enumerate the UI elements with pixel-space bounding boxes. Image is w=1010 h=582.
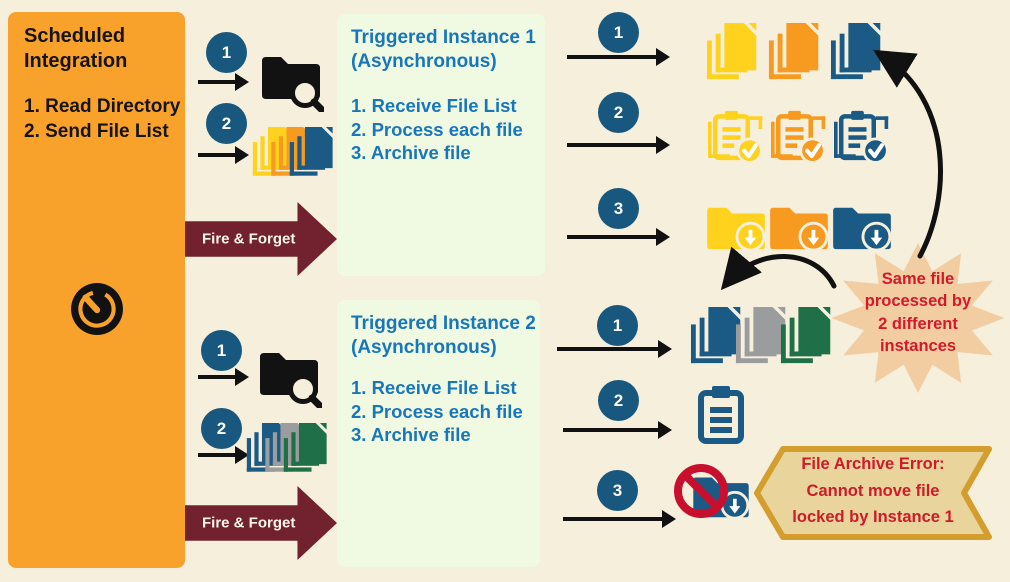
fire-and-forget-label: Fire & Forget [202,230,296,248]
flow-arrow [198,368,249,386]
flow-arrow [567,228,670,246]
document-stack-icon-blue [690,306,745,364]
flow-arrow [198,146,249,164]
fire-and-forget-arrow-2: Fire & Forget [185,486,337,560]
curved-arrow-star-to-instance2-files [720,246,837,291]
instance-1-subtitle: (Asynchronous) [351,51,497,72]
document-stack-icon-warm [252,126,336,176]
warning-line: 2 different [878,314,958,333]
flow-arrow [198,446,249,464]
flow-arrow [198,73,249,91]
step-marker: 2 [598,92,639,133]
flow-arrow [567,136,670,154]
prohibition-icon [674,464,728,518]
step-marker: 1 [206,32,247,73]
instance-2-subtitle: (Asynchronous) [351,337,497,358]
step-marker: 2 [598,380,639,421]
panel-step-send-file-list: 2. Send File List [24,121,169,142]
panel-step-read-directory: 1. Read Directory [24,96,181,117]
step-marker: 2 [206,103,247,144]
starburst-shape [831,243,1005,393]
document-stack-icon-green [780,306,835,364]
triggered-instance-2-box: Triggered Instance 2 (Asynchronous) 1. R… [337,300,540,567]
scheduled-integration-panel: Scheduled Integration 1. Read Directory … [8,12,185,568]
instance-2-step: 2. Process each file [351,400,523,422]
instance-1-title: Triggered Instance 1 [351,27,536,48]
flow-arrow [557,340,672,358]
step-marker: 1 [597,305,638,346]
triggered-instance-1-box: Triggered Instance 1 (Asynchronous) 1. R… [337,14,545,276]
clipboard-check-icon-yellow [708,110,763,164]
step-marker: 2 [201,408,242,449]
panel-title: Scheduled Integration [24,25,128,72]
same-file-warning-star: Same file processed by 2 different insta… [828,240,1008,396]
folder-search-icon [262,57,324,112]
document-stack-icon-orange [768,22,823,80]
banner-line: locked by Instance 1 [792,508,954,526]
instance-2-step: 1. Receive File List [351,377,517,398]
instance-2-step: 3. Archive file [351,424,471,445]
document-stack-icon-cool [246,422,330,472]
fire-and-forget-label: Fire & Forget [202,514,296,532]
folder-download-icon-yellow [707,207,766,252]
banner-line: Cannot move file [806,481,940,500]
timer-clock-icon [71,283,123,335]
instance-1-step: 3. Archive file [351,142,471,163]
flow-arrow [563,421,672,439]
archive-blocked-group [672,462,754,526]
flow-arrow [567,48,670,66]
folder-download-icon-orange [770,207,829,252]
folder-search-icon [260,353,322,408]
warning-line: Same file [881,270,955,288]
step-marker: 3 [597,470,638,511]
clipboard-check-icon-blue [834,110,889,164]
instance-1-step: 2. Process each file [351,118,523,140]
banner-shape [754,446,992,540]
document-stack-icon-yellow [706,22,761,80]
flow-arrow [563,510,676,528]
step-marker: 1 [598,12,639,53]
clipboard-check-icon-orange [771,110,826,164]
document-stack-icon-blue [830,22,885,80]
file-archive-error-banner: File Archive Error: Cannot move file loc… [753,444,993,542]
clipboard-icon-blue [698,386,744,444]
warning-line: processed by [864,292,972,311]
step-marker: 1 [201,330,242,371]
step-marker: 3 [598,188,639,229]
document-stack-icon-gray [735,306,790,364]
warning-line: instances [879,336,957,355]
instance-2-title: Triggered Instance 2 [351,313,536,334]
fire-and-forget-arrow-1: Fire & Forget [185,202,337,276]
instance-1-step: 1. Receive File List [351,95,517,116]
banner-line: File Archive Error: [801,455,945,473]
